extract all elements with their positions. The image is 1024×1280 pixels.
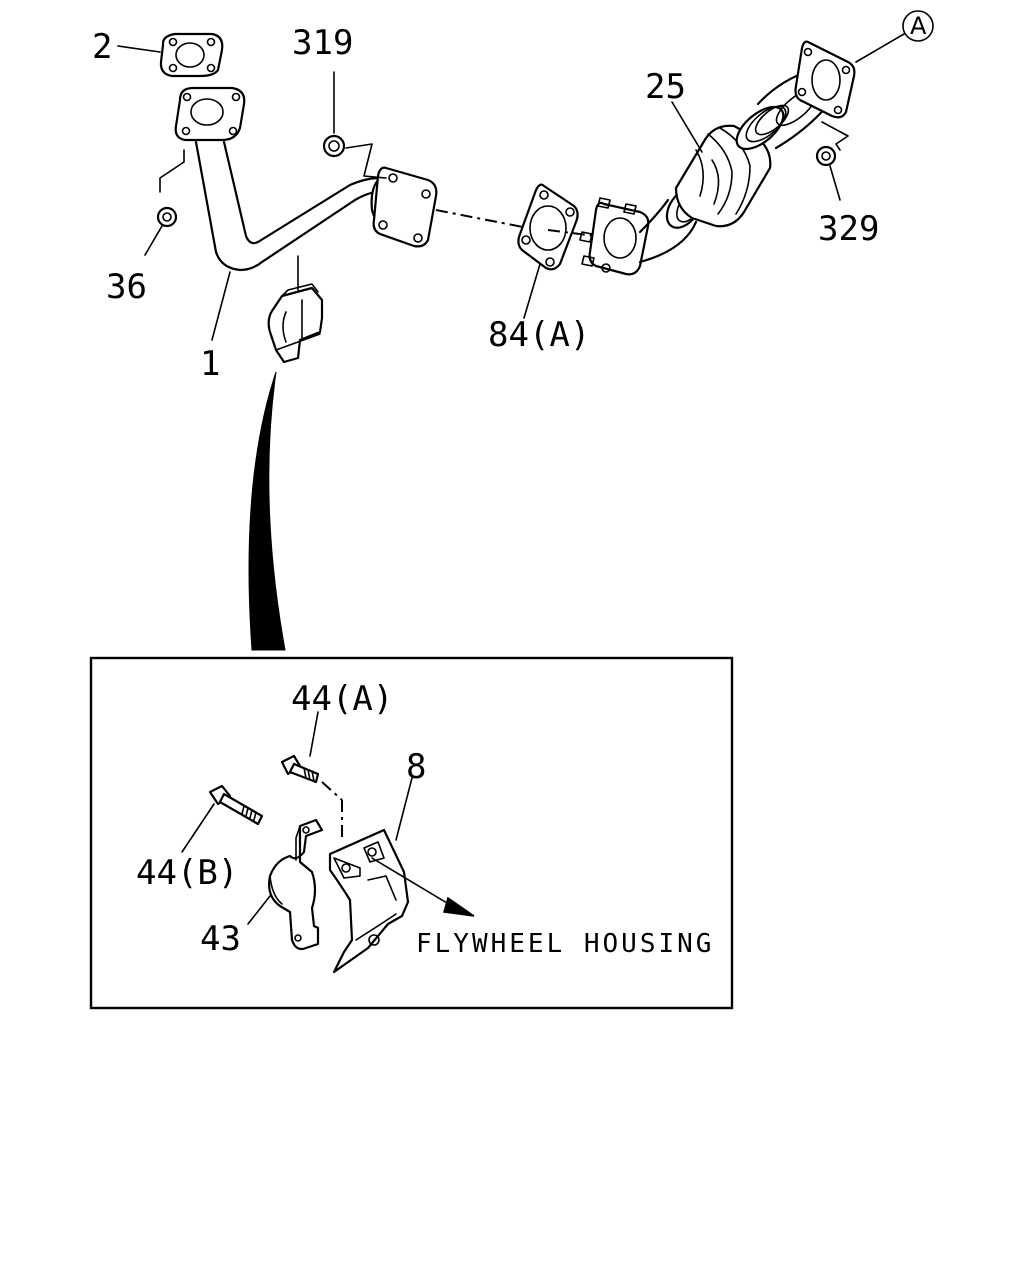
callout-25: 25 xyxy=(645,67,686,107)
bolt-part-44b xyxy=(181,784,264,853)
callout-84a: 84(A) xyxy=(488,315,590,355)
leader-1 xyxy=(211,271,231,341)
pipe-clamp-small xyxy=(267,255,324,364)
callout-36: 36 xyxy=(106,267,147,307)
leader-25 xyxy=(671,101,703,153)
nut-part-36 xyxy=(144,149,185,256)
converter-part-25 xyxy=(579,40,856,276)
callout-329: 329 xyxy=(818,209,879,249)
nut-part-319 xyxy=(322,71,387,179)
callout-1: 1 xyxy=(200,344,220,384)
clamp-part-43 xyxy=(247,818,324,951)
flywheel-housing-note: FLYWHEEL HOUSING xyxy=(416,929,714,959)
alignment-line-1 xyxy=(435,209,529,229)
detail-pointer xyxy=(248,371,286,651)
gasket-part-2 xyxy=(159,32,224,78)
callout-8: 8 xyxy=(406,747,426,787)
callout-43: 43 xyxy=(200,919,241,959)
callout-a: A xyxy=(910,12,927,40)
callout-44a: 44(A) xyxy=(291,679,393,719)
bolt-part-44a xyxy=(280,711,320,784)
front-pipe-part-1 xyxy=(174,86,438,272)
flywheel-arrow xyxy=(371,857,475,917)
gasket-part-84a xyxy=(517,183,579,319)
callout-44b: 44(B) xyxy=(136,853,238,893)
nut-part-329 xyxy=(815,121,849,201)
bracket-part-8 xyxy=(328,777,413,974)
detail-box xyxy=(89,656,734,1010)
alignment-line-3 xyxy=(321,781,343,801)
reference-a-callout xyxy=(855,10,934,63)
leader-2 xyxy=(117,45,161,53)
callout-319: 319 xyxy=(292,23,353,63)
callout-2: 2 xyxy=(92,27,112,67)
